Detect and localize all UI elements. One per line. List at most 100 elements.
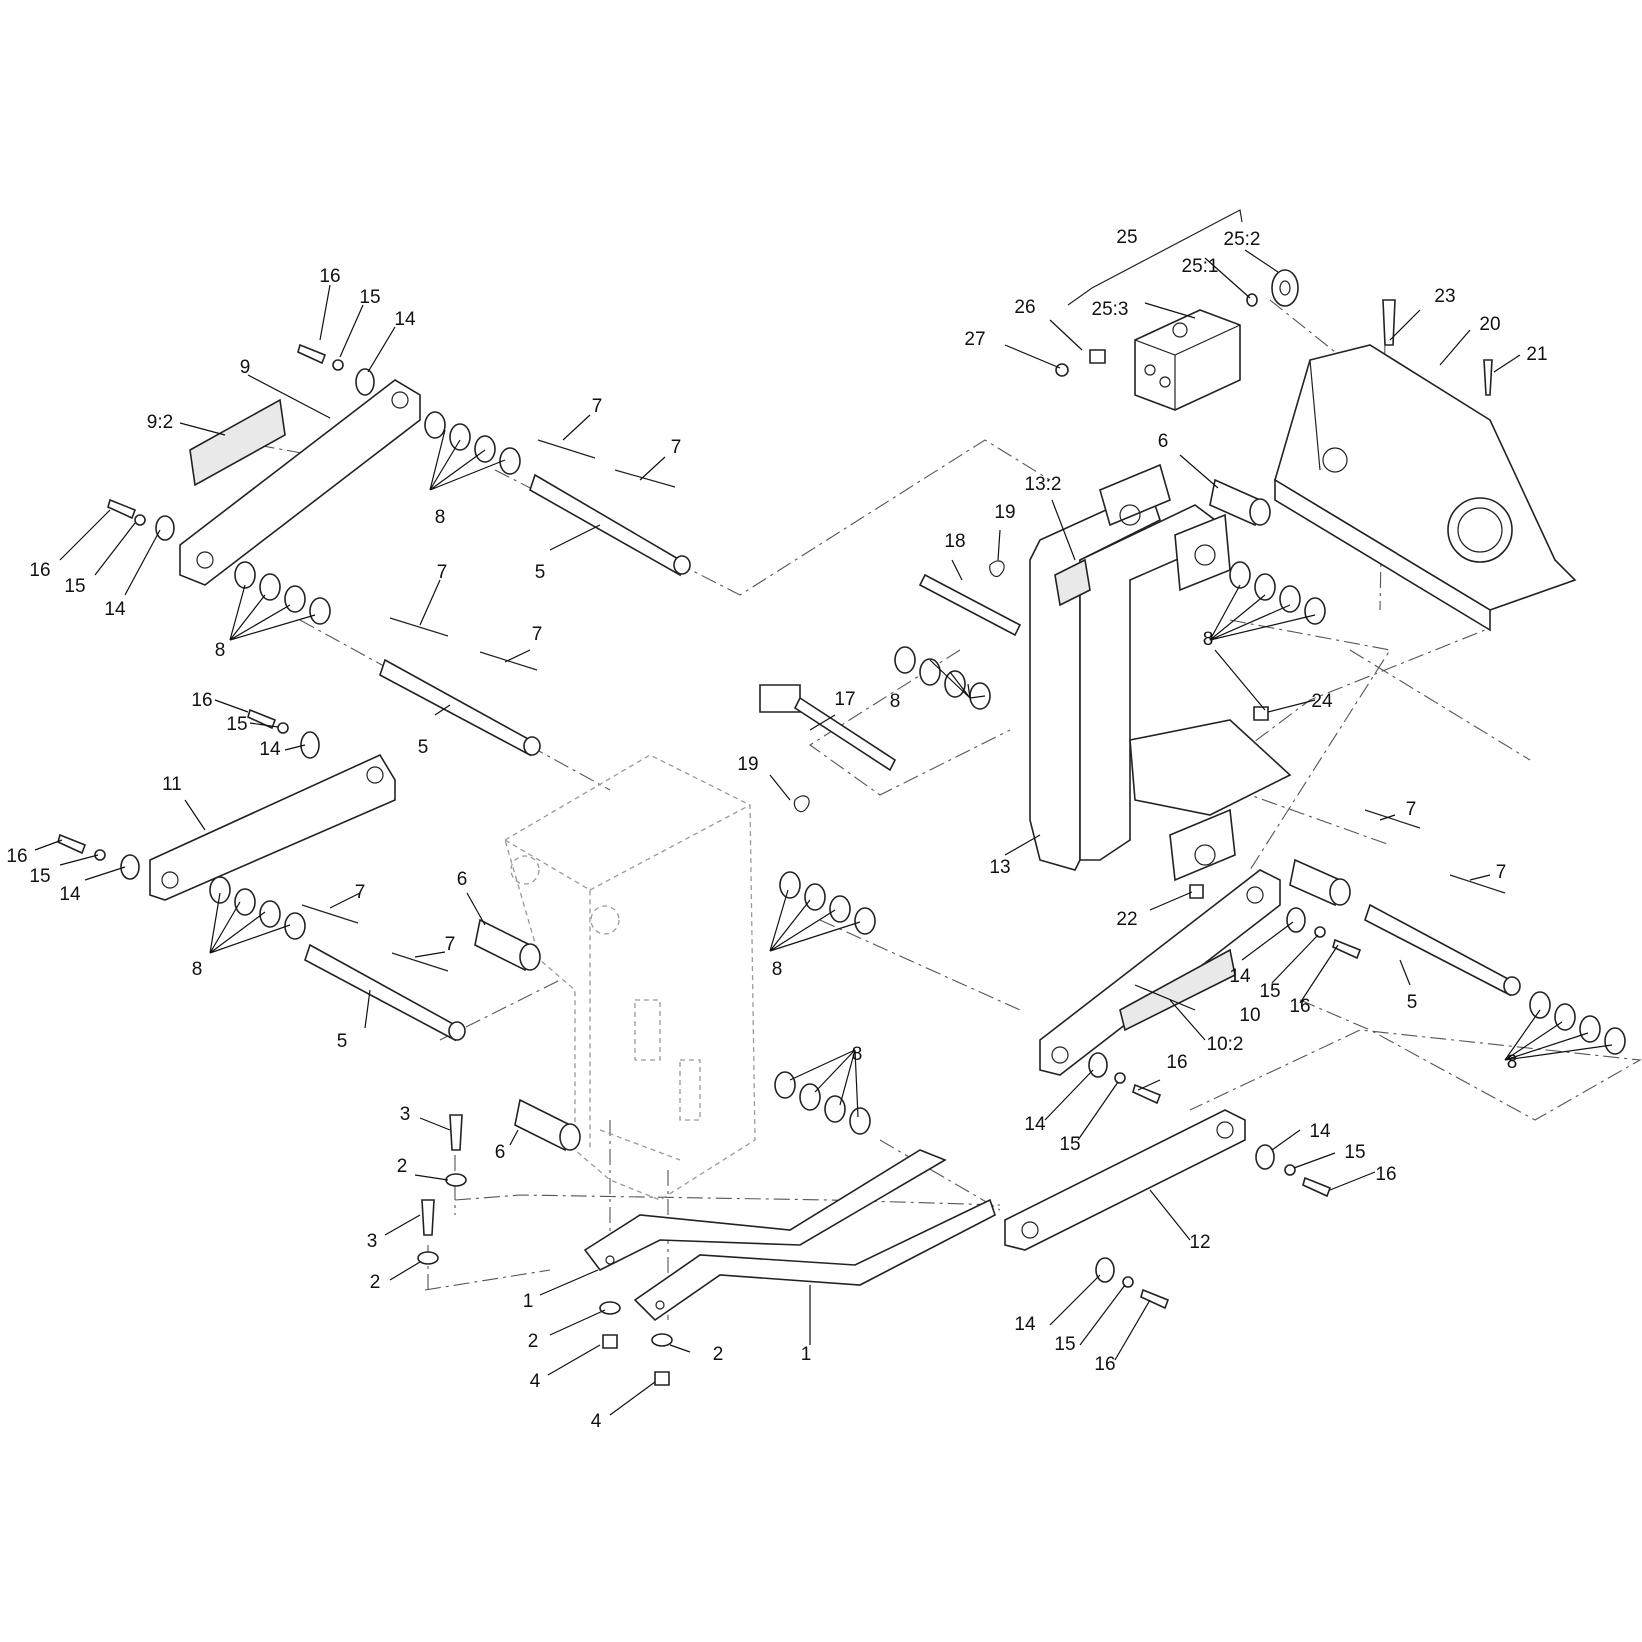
- main-frame-ghost: [504, 754, 756, 1201]
- arm-10: [1039, 869, 1281, 1076]
- callout-10: 10: [1239, 1005, 1260, 1026]
- callout-25-2: 25:2: [1224, 229, 1261, 250]
- callout-8: 8: [192, 959, 203, 980]
- callout-16: 16: [29, 560, 50, 581]
- callout-9-2: 9:2: [147, 412, 173, 433]
- carriage-assembly: [1029, 463, 1292, 882]
- callout-16: 16: [319, 266, 340, 287]
- callout-14: 14: [59, 884, 81, 905]
- callout-12: 12: [1189, 1232, 1210, 1253]
- callout-13: 13: [989, 857, 1010, 878]
- callout-15: 15: [1344, 1142, 1365, 1163]
- callout-7: 7: [671, 437, 682, 458]
- callout-7: 7: [1496, 862, 1507, 883]
- hardware: [57, 299, 1493, 1386]
- callout-26: 26: [1014, 297, 1035, 318]
- housing-cover: [1274, 344, 1577, 632]
- callout-5: 5: [535, 562, 546, 583]
- callout-14: 14: [1309, 1121, 1331, 1142]
- callout-24: 24: [1311, 691, 1333, 712]
- callout-14: 14: [259, 739, 281, 760]
- callout-7: 7: [1406, 799, 1417, 820]
- callout-15: 15: [1059, 1134, 1080, 1155]
- callout-6: 6: [457, 869, 468, 890]
- decal-9-2: [189, 398, 286, 487]
- roll-pins: [301, 439, 1506, 972]
- callout-14: 14: [1014, 1314, 1036, 1335]
- callout-8: 8: [772, 959, 783, 980]
- callout-4: 4: [591, 1411, 602, 1432]
- callout-15: 15: [1259, 981, 1280, 1002]
- arm-12: [1004, 1109, 1246, 1251]
- arm-11: [149, 753, 396, 901]
- callout-8: 8: [890, 691, 901, 712]
- callout-25: 25: [1116, 227, 1137, 248]
- callout-14: 14: [1024, 1114, 1046, 1135]
- callout-9: 9: [240, 357, 251, 378]
- callout-8: 8: [215, 640, 226, 661]
- callout-10-2: 10:2: [1207, 1034, 1244, 1055]
- callout-2: 2: [713, 1344, 724, 1365]
- callout-7: 7: [445, 934, 456, 955]
- callout-25-3: 25:3: [1092, 299, 1129, 320]
- callout-5: 5: [337, 1031, 348, 1052]
- callout-16: 16: [191, 690, 212, 711]
- callout-8: 8: [1507, 1052, 1518, 1073]
- callout-7: 7: [437, 562, 448, 583]
- callout-16: 16: [6, 846, 27, 867]
- shim-rings: [209, 411, 1626, 1135]
- callout-1: 1: [523, 1291, 534, 1312]
- decal-10-2: [1119, 948, 1236, 1032]
- callout-1: 1: [801, 1344, 812, 1365]
- callout-17: 17: [834, 689, 855, 710]
- callout-2: 2: [397, 1156, 408, 1177]
- callout-2: 2: [528, 1331, 539, 1352]
- callout-7: 7: [592, 396, 603, 417]
- callout-8: 8: [1203, 629, 1214, 650]
- callout-8: 8: [852, 1044, 863, 1065]
- callout-19: 19: [994, 502, 1015, 523]
- mounting-plates: [583, 1149, 996, 1322]
- callout-4: 4: [530, 1371, 541, 1392]
- callout-21: 21: [1526, 344, 1547, 365]
- callout-15: 15: [64, 576, 85, 597]
- callout-5: 5: [1407, 992, 1418, 1013]
- pins: [304, 473, 1521, 1042]
- callout-15: 15: [226, 714, 247, 735]
- callout-3: 3: [367, 1231, 378, 1252]
- hydraulic-motor: [1067, 209, 1299, 411]
- sleeves: [474, 478, 1351, 1152]
- callout-20: 20: [1479, 314, 1500, 335]
- callout-19: 19: [737, 754, 758, 775]
- callout-18: 18: [944, 531, 965, 552]
- callout-labels: 16 15 14 9 9:2 7 7 8 16 15 14 5 8 7 7 16…: [6, 227, 1547, 1432]
- callout-3: 3: [400, 1104, 411, 1125]
- callout-15: 15: [1054, 1334, 1075, 1355]
- callout-2: 2: [370, 1272, 381, 1293]
- callout-14: 14: [394, 309, 416, 330]
- callout-7: 7: [532, 624, 543, 645]
- callout-16: 16: [1094, 1354, 1115, 1375]
- callout-8: 8: [435, 507, 446, 528]
- callout-11: 11: [162, 774, 182, 795]
- callout-6: 6: [495, 1142, 506, 1163]
- callout-7: 7: [355, 882, 366, 903]
- callout-16: 16: [1375, 1164, 1396, 1185]
- callout-14: 14: [1229, 966, 1251, 987]
- link-arms: [149, 379, 1281, 1251]
- callout-16: 16: [1289, 996, 1310, 1017]
- arm-9: [179, 379, 421, 586]
- leader-lines: [34, 249, 1613, 1416]
- callout-14: 14: [104, 599, 126, 620]
- callout-5: 5: [418, 737, 429, 758]
- callout-6: 6: [1158, 431, 1169, 452]
- callout-23: 23: [1434, 286, 1455, 307]
- callout-25-1: 25:1: [1182, 256, 1219, 277]
- callout-13-2: 13:2: [1025, 474, 1062, 495]
- callout-22: 22: [1116, 909, 1137, 930]
- callout-16: 16: [1166, 1052, 1187, 1073]
- callout-27: 27: [964, 329, 985, 350]
- callout-15: 15: [359, 287, 380, 308]
- callout-15: 15: [29, 866, 50, 887]
